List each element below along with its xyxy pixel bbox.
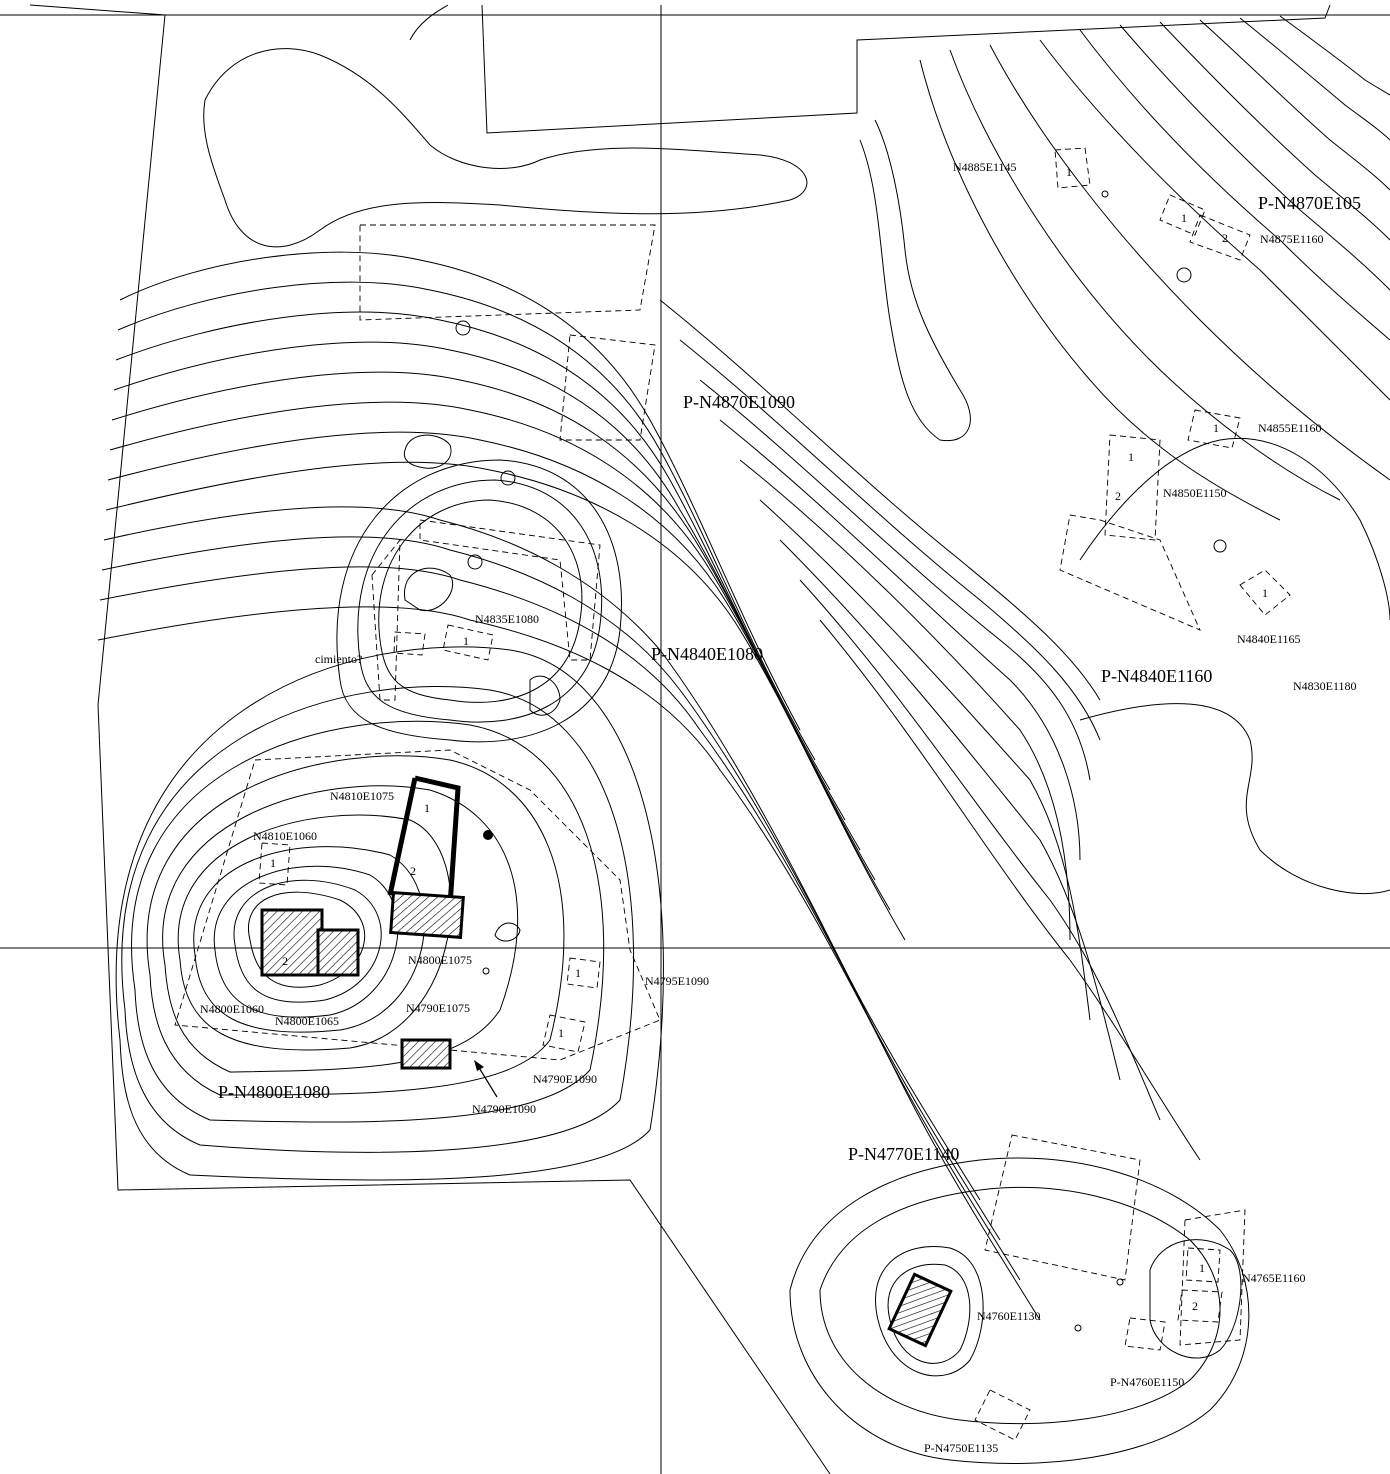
room-number: 1 (424, 801, 430, 815)
label-n4840e1165: N4840E1165 (1237, 632, 1301, 646)
unit-labels: N4885E1145 N4875E1160 N4855E1160 N4850E1… (200, 160, 1357, 1455)
label-p-n4840e1080: P-N4840E1080 (651, 644, 763, 664)
label-p-n4840e1160: P-N4840E1160 (1101, 666, 1212, 686)
excavation-outlines (174, 147, 1291, 1441)
room-number: 2 (410, 864, 416, 878)
label-n4790e1075: N4790E1075 (406, 1001, 470, 1015)
survey-boundary (29, 4, 1331, 1474)
room-number: 1 (463, 634, 469, 648)
label-n4885e1145: N4885E1145 (953, 160, 1017, 174)
sector-labels: P-N4870E1090 P-N4840E1080 P-N4800E1080 P… (218, 193, 1361, 1164)
room-number: 1 (1128, 450, 1134, 464)
arrow-icon (474, 1060, 498, 1098)
room-number: 1 (1181, 211, 1187, 225)
label-p-n4870e1090: P-N4870E1090 (683, 392, 795, 412)
room-number: 1 (1213, 421, 1219, 435)
contour-lines (97, 4, 1390, 1464)
label-n4835e1080: N4835E1080 (475, 612, 539, 626)
room-number: 1 (1066, 165, 1072, 179)
label-n4795e1090: N4795E1090 (645, 974, 709, 988)
label-p-n4760e1150: P-N4760E1150 (1110, 1375, 1184, 1389)
label-n4765e1160: N4765E1160 (1242, 1271, 1306, 1285)
label-p-n4750e1135: P-N4750E1135 (924, 1441, 998, 1455)
label-n4800e1065: N4800E1065 (275, 1014, 339, 1028)
room-numbers: 1 1 2 1 1 2 1 1 1 2 1 2 1 1 1 2 (270, 165, 1268, 1313)
room-number: 1 (1199, 1261, 1205, 1275)
label-n4810e1075: N4810E1075 (330, 789, 394, 803)
room-number: 2 (1115, 489, 1121, 503)
room-number: 1 (1262, 586, 1268, 600)
room-number: 2 (1222, 231, 1228, 245)
label-p-n4770e1140: P-N4770E1140 (848, 1144, 959, 1164)
room-number: 1 (575, 966, 581, 980)
grid-lines (0, 5, 1390, 1474)
room-number: 2 (1192, 1299, 1198, 1313)
label-n4760e1130: N4760E1130 (977, 1309, 1041, 1323)
label-n4800e1075: N4800E1075 (408, 953, 472, 967)
room-number: 2 (282, 954, 288, 968)
label-n4830e1180: N4830E1180 (1293, 679, 1357, 693)
label-n4790e1090-a: N4790E1090 (533, 1072, 597, 1086)
label-p-n4870e105: P-N4870E105 (1258, 193, 1361, 213)
label-n4800e1060: N4800E1060 (200, 1002, 264, 1016)
label-n4810e1060: N4810E1060 (253, 829, 317, 843)
label-n4855e1160: N4855E1160 (1258, 421, 1322, 435)
label-n4790e1090-b: N4790E1090 (472, 1102, 536, 1116)
feature-markers (455, 190, 1227, 1332)
label-n4850e1150: N4850E1150 (1163, 486, 1227, 500)
label-n4875e1160: N4875E1160 (1260, 232, 1324, 246)
room-number: 1 (558, 1026, 564, 1040)
wall-structures (260, 775, 953, 1348)
room-number: 1 (270, 856, 276, 870)
label-p-n4800e1080: P-N4800E1080 (218, 1082, 330, 1102)
label-cimiento: cimiento? (315, 652, 362, 666)
